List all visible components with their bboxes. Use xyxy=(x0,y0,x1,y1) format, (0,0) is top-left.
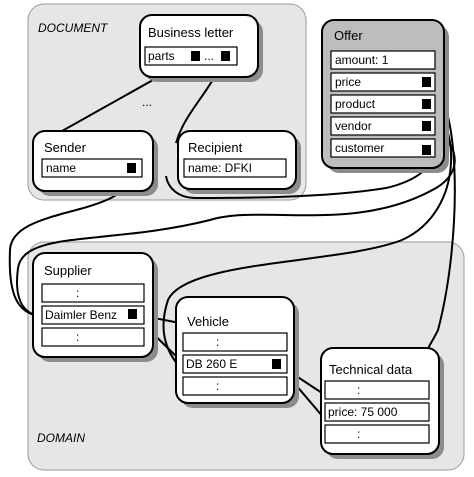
offer-vendor-field[interactable] xyxy=(330,116,436,136)
offer-customer-port[interactable] xyxy=(422,145,431,155)
sender-name-port[interactable] xyxy=(127,163,136,173)
link-sender-name-to-supplier xyxy=(8,171,133,317)
supplier-daimler-benz-label: Daimler Benz xyxy=(45,308,117,322)
supplier-top-label: : xyxy=(76,286,79,300)
offer-customer-field[interactable] xyxy=(330,138,436,158)
recipient-name-label: name: DFKI xyxy=(188,161,252,175)
vehicle-bottom-label: : xyxy=(216,379,219,393)
parts-port[interactable] xyxy=(191,51,200,61)
technical-data-price-label: price: 75 000 xyxy=(328,405,398,419)
domain-region-label: DOMAIN xyxy=(37,431,85,445)
business-letter-title: Business letter xyxy=(148,25,234,40)
supplier-node[interactable]: Supplier : Daimler Benz : xyxy=(32,252,158,362)
technical-data-bottom-label: : xyxy=(357,427,360,441)
business-letter-node[interactable]: Business letter parts ... xyxy=(139,14,263,82)
vehicle-top-field[interactable] xyxy=(182,332,288,352)
vehicle-title: Vehicle xyxy=(187,314,229,329)
technical-data-title: Technical data xyxy=(329,362,413,377)
supplier-bottom-label: : xyxy=(76,330,79,344)
sender-name-field[interactable] xyxy=(41,158,143,178)
technical-data-top-label: : xyxy=(357,383,360,397)
offer-price-label: price xyxy=(335,75,361,89)
offer-product-field[interactable] xyxy=(330,94,436,114)
technical-data-top-field[interactable] xyxy=(324,380,430,400)
offer-amount-label: amount: 1 xyxy=(335,53,389,67)
offer-customer-label: customer xyxy=(335,141,384,155)
offer-node[interactable]: Offer amount: 1 price product vendor cus… xyxy=(321,19,449,173)
technical-data-node[interactable]: Technical data : price: 75 000 : xyxy=(320,347,444,459)
offer-price-field[interactable] xyxy=(330,72,436,92)
business-letter-more-label: ... xyxy=(204,49,214,63)
more-port[interactable] xyxy=(221,51,230,61)
link-offer-customer-to-recipient xyxy=(165,149,432,200)
business-letter-parts-label: parts xyxy=(148,49,175,63)
offer-vendor-label: vendor xyxy=(335,119,372,133)
document-region-label: DOCUMENT xyxy=(38,21,109,35)
offer-price-port[interactable] xyxy=(422,77,431,87)
supplier-title: Supplier xyxy=(44,263,92,278)
sender-node[interactable]: Sender name xyxy=(32,130,158,196)
offer-vendor-port[interactable] xyxy=(422,121,431,131)
recipient-name-field[interactable] xyxy=(183,158,287,178)
offer-product-label: product xyxy=(335,97,376,111)
recipient-node[interactable]: Recipient name: DFKI xyxy=(177,130,301,194)
offer-title: Offer xyxy=(334,28,363,43)
vehicle-top-label: : xyxy=(216,335,219,349)
technical-data-price-field[interactable] xyxy=(324,402,430,422)
vehicle-db260e-port[interactable] xyxy=(272,359,281,369)
offer-product-port[interactable] xyxy=(422,99,431,109)
sender-name-label: name xyxy=(46,161,76,175)
supplier-daimler-benz-port[interactable] xyxy=(128,309,137,319)
supplier-daimler-benz-field[interactable] xyxy=(41,305,145,325)
recipient-title: Recipient xyxy=(188,140,243,155)
supplier-bottom-field[interactable] xyxy=(41,327,145,347)
technical-data-bottom-field[interactable] xyxy=(324,424,430,444)
supplier-top-field[interactable] xyxy=(41,283,145,303)
vehicle-db260e-label: DB 260 E xyxy=(186,357,237,371)
sender-title: Sender xyxy=(44,140,87,155)
vehicle-node[interactable]: Vehicle : DB 260 E : xyxy=(175,296,299,408)
offer-amount-field[interactable] xyxy=(330,50,436,70)
letter-parts-ellipsis: ... xyxy=(142,95,152,109)
vehicle-bottom-field[interactable] xyxy=(182,376,288,396)
vehicle-db260e-field[interactable] xyxy=(182,354,288,374)
